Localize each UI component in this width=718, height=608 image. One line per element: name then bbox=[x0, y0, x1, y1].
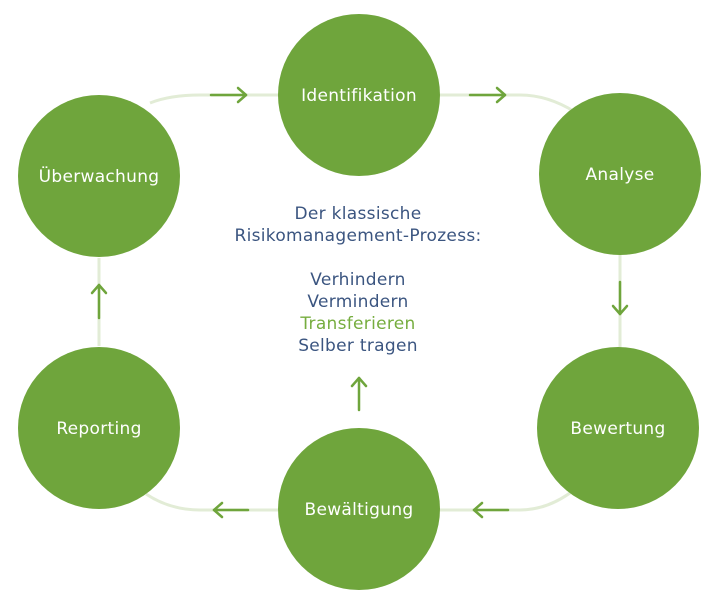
node-reporting: Reporting bbox=[18, 347, 180, 509]
node-label: Analyse bbox=[585, 165, 654, 185]
node-label: Identifikation bbox=[301, 86, 417, 106]
connector-ueberwachung-identifikation bbox=[149, 93, 280, 105]
spacer bbox=[200, 247, 516, 269]
node-bewertung: Bewertung bbox=[537, 347, 699, 509]
node-label: Reporting bbox=[56, 419, 141, 439]
node-label: Überwachung bbox=[39, 165, 160, 187]
arrow-up-icon bbox=[90, 283, 108, 320]
arrow-left-icon bbox=[472, 501, 510, 519]
connector-bewertung-bewaeltigung bbox=[440, 488, 575, 512]
arrow-right-icon bbox=[468, 86, 507, 104]
node-analyse: Analyse bbox=[539, 93, 701, 255]
node-ueberwachung: Überwachung bbox=[18, 95, 180, 257]
option-vermindern: Vermindern bbox=[307, 292, 409, 312]
center-title-line-2: Risikomanagement-Prozess: bbox=[234, 226, 482, 246]
node-label: Bewältigung bbox=[305, 500, 414, 520]
arrow-left-icon bbox=[212, 501, 250, 519]
node-identifikation: Identifikation bbox=[278, 14, 440, 176]
option-transferieren: Transferieren bbox=[300, 314, 416, 334]
center-title-line-1: Der klassische bbox=[294, 204, 422, 224]
arrow-down-icon bbox=[611, 280, 629, 316]
node-label: Bewertung bbox=[570, 419, 665, 439]
connector-identifikation-analyse bbox=[440, 93, 576, 114]
arrow-right-icon bbox=[209, 86, 248, 104]
center-text-block: Der klassische Risikomanagement-Prozess:… bbox=[200, 203, 516, 357]
option-selber-tragen: Selber tragen bbox=[298, 336, 418, 356]
node-bewaeltigung: Bewältigung bbox=[278, 428, 440, 590]
connector-bewaeltigung-reporting bbox=[145, 492, 278, 512]
arrow-up-icon bbox=[350, 376, 368, 412]
option-verhindern: Verhindern bbox=[310, 270, 406, 290]
